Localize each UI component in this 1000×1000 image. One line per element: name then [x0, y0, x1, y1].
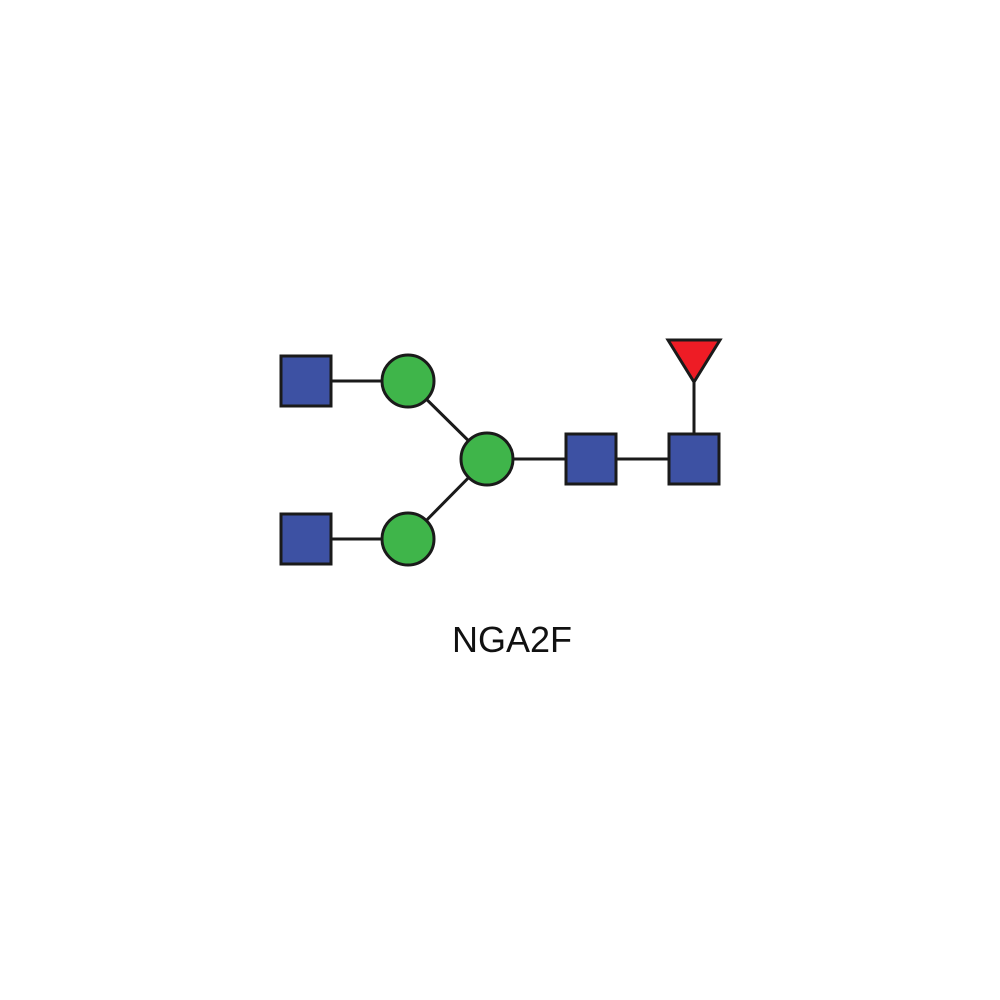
glcnac-top-left-square [279, 354, 333, 408]
residues [279, 338, 723, 567]
glycan-label: NGA2F [451, 619, 573, 660]
glcnac-core-inner-square [564, 432, 618, 486]
mannose-core-circle [459, 431, 515, 487]
mannose-top-circle [380, 353, 436, 409]
glcnac-core-reducing-square [667, 432, 721, 486]
mannose-bottom-circle [380, 511, 436, 567]
glcnac-bottom-left-square [279, 512, 333, 566]
fucose-triangle [665, 338, 723, 385]
